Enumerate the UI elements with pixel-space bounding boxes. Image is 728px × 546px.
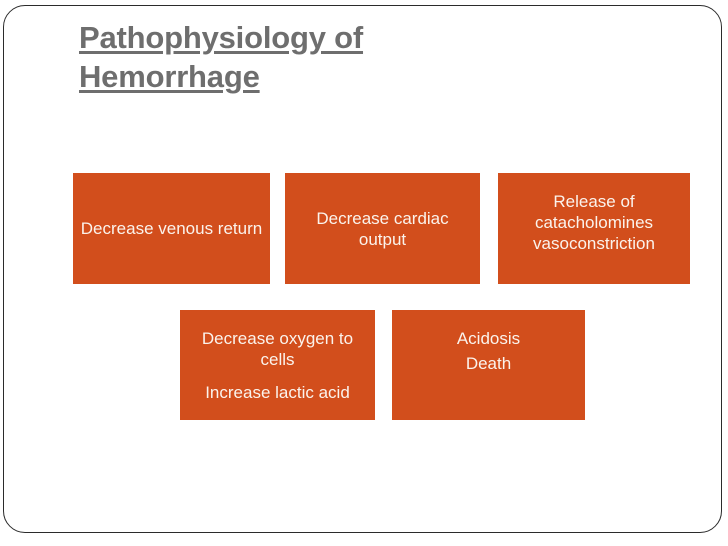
flow-box-acidosis-death[interactable]: Acidosis Death [392,310,585,420]
flow-box-label-line2: Death [465,354,512,373]
flow-box-label: Release of catacholomines vasoconstricti… [533,192,655,253]
page-title: Pathophysiology of Hemorrhage [79,20,364,94]
flow-box-decrease-venous-return[interactable]: Decrease venous return [73,173,270,284]
flow-box-label-line1: Decrease oxygen to cells [201,329,354,369]
flow-box-label: Decrease venous return [80,219,263,238]
flow-box-label: Decrease cardiac output [316,208,449,249]
flow-box-decrease-cardiac-output[interactable]: Decrease cardiac output [285,173,480,284]
flow-box-decrease-oxygen-increase-lactic-acid[interactable]: Decrease oxygen to cells Increase lactic… [180,310,375,420]
flow-box-label-line1: Acidosis [456,329,521,348]
flow-box-label-line2: Increase lactic acid [205,383,350,402]
flow-box-release-of-catacholomines[interactable]: Release of catacholomines vasoconstricti… [498,173,690,284]
